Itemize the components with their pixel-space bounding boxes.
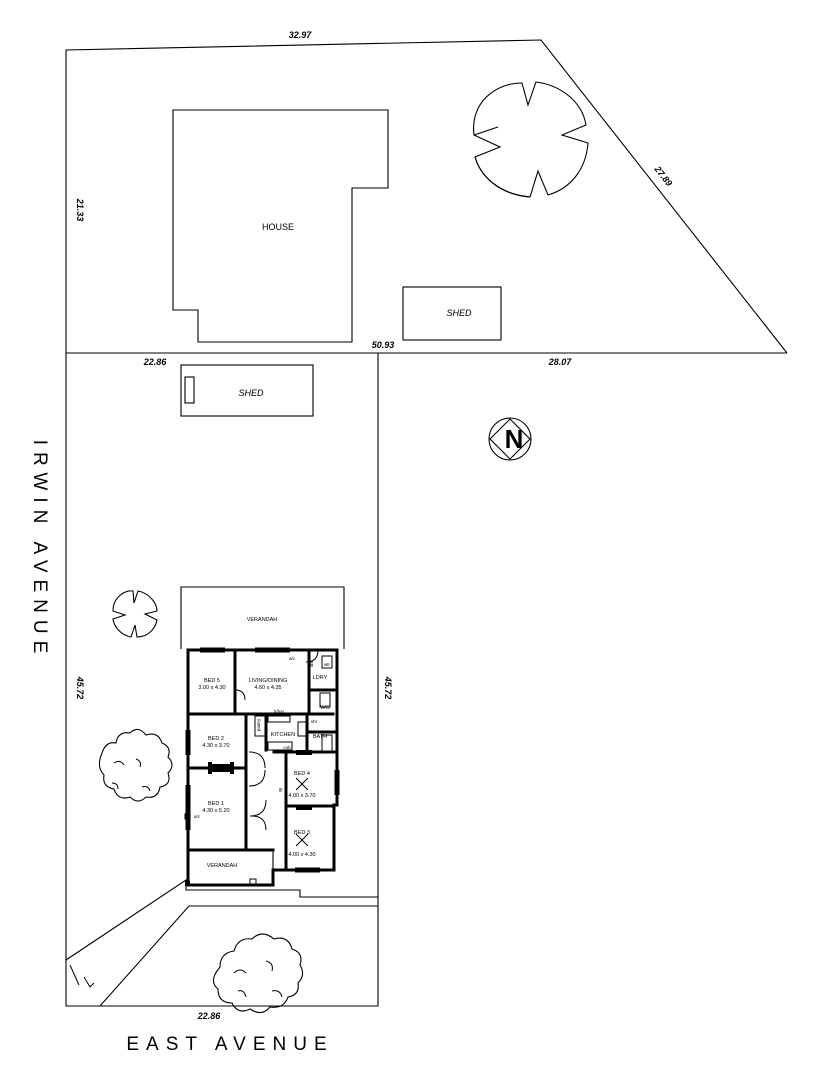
sink xyxy=(297,721,307,737)
driveway-edge-inner xyxy=(99,905,378,1007)
fixture-bar: b/bar xyxy=(274,709,285,714)
ceiling-fan-icon xyxy=(295,833,309,847)
room-bath-name: BATH xyxy=(313,734,327,740)
fixture-ac-living: a/c xyxy=(289,656,296,661)
dim-diagonal: 27.89 xyxy=(652,163,674,188)
fixture-wtr: wtr xyxy=(324,662,331,667)
shed-lower-label: SHED xyxy=(238,388,264,398)
tree-bushy-left xyxy=(98,728,173,802)
verandah-rear xyxy=(180,586,345,649)
downpipe xyxy=(184,813,191,820)
room-pantry-name: pantry xyxy=(256,718,261,731)
room-bed5-size: 3.00 x 4.30 xyxy=(198,685,225,691)
room-living-name: LIVING/DINING xyxy=(249,678,288,684)
dim-mid-left: 22.86 xyxy=(143,357,168,367)
verandah-front-label: VERANDAH xyxy=(207,863,238,869)
street-side: IRWIN AVENUE xyxy=(29,440,50,661)
ceiling-fan-icon xyxy=(295,777,309,791)
room-ldry-name: LDRY xyxy=(313,675,328,681)
verandah-post xyxy=(185,881,190,886)
dim-left-lower: 45.72 xyxy=(75,676,85,700)
room-bed3-size: 4.00 x 4.30 xyxy=(288,852,315,858)
house-outline xyxy=(172,109,389,343)
fixture-lin: lin xyxy=(278,788,283,793)
driveway-edge xyxy=(65,878,378,961)
lower-lot-boundary xyxy=(65,353,379,1007)
windows xyxy=(185,647,340,873)
upper-lot-boundary xyxy=(65,39,788,354)
room-wc-name: WC xyxy=(320,705,329,711)
bathtub-icon xyxy=(321,734,333,752)
shed-upper xyxy=(402,286,502,341)
dim-top: 32.97 xyxy=(289,30,313,40)
room-bed2-name: BED 2 xyxy=(208,736,224,742)
fixture-shr-bath: shr xyxy=(311,719,318,724)
fixture-ac-bed1: a/c xyxy=(194,814,201,819)
fixture-shr-ldry: shr xyxy=(309,660,314,667)
door-swings xyxy=(234,649,319,831)
street-front: EAST AVENUE xyxy=(126,1034,333,1055)
shed-lower-door xyxy=(184,376,195,404)
breakfast-bar xyxy=(267,715,291,723)
fireplace-bed4 xyxy=(296,750,312,755)
verandah-post xyxy=(249,878,257,886)
gate xyxy=(83,976,95,988)
laundry-trough-icon xyxy=(321,655,333,669)
north-arrow-icon: N xyxy=(488,417,532,461)
dim-bottom: 22.86 xyxy=(197,1011,222,1021)
dim-mid-right: 28.07 xyxy=(548,357,573,367)
house-interior-walls xyxy=(186,648,339,872)
toilet-icon xyxy=(319,692,331,708)
fireplace-bed3 xyxy=(296,805,312,810)
dim-mid-center: 50.93 xyxy=(372,340,395,350)
dim-right-lower: 45.72 xyxy=(383,676,393,700)
room-kitchen-name: KITCHEN xyxy=(271,732,295,738)
tree-small-left xyxy=(112,590,158,638)
north-label: N xyxy=(505,424,524,454)
dim-left-upper: 21.33 xyxy=(75,198,85,222)
room-bed4-size: 4.00 x 3.70 xyxy=(288,793,315,799)
gate-line xyxy=(69,964,80,986)
verandah-front-area xyxy=(187,849,274,886)
fireplace-bed1 xyxy=(210,764,232,772)
verandah-rear-label: VERANDAH xyxy=(247,617,278,623)
room-bed2-size: 4.30 x 3.70 xyxy=(202,743,229,749)
tree-large-upper xyxy=(473,81,589,198)
tree-bushy-bottom xyxy=(212,933,304,1014)
room-bed5-name: BED 5 xyxy=(204,678,220,684)
shed-lower xyxy=(180,364,314,417)
fixture-cub: cub xyxy=(283,745,291,750)
pantry-box xyxy=(254,715,266,737)
room-bed3-name: BED 3 xyxy=(294,830,310,836)
room-bed1-name: BED 1 xyxy=(208,801,224,807)
room-bed4-name: BED 4 xyxy=(294,771,310,777)
cupboard xyxy=(267,741,293,751)
shed-upper-label: SHED xyxy=(446,308,472,318)
room-living-size: 4.60 x 4.35 xyxy=(254,685,281,691)
room-bed1-size: 4.30 x 5.20 xyxy=(202,808,229,814)
house-label: HOUSE xyxy=(262,222,294,232)
